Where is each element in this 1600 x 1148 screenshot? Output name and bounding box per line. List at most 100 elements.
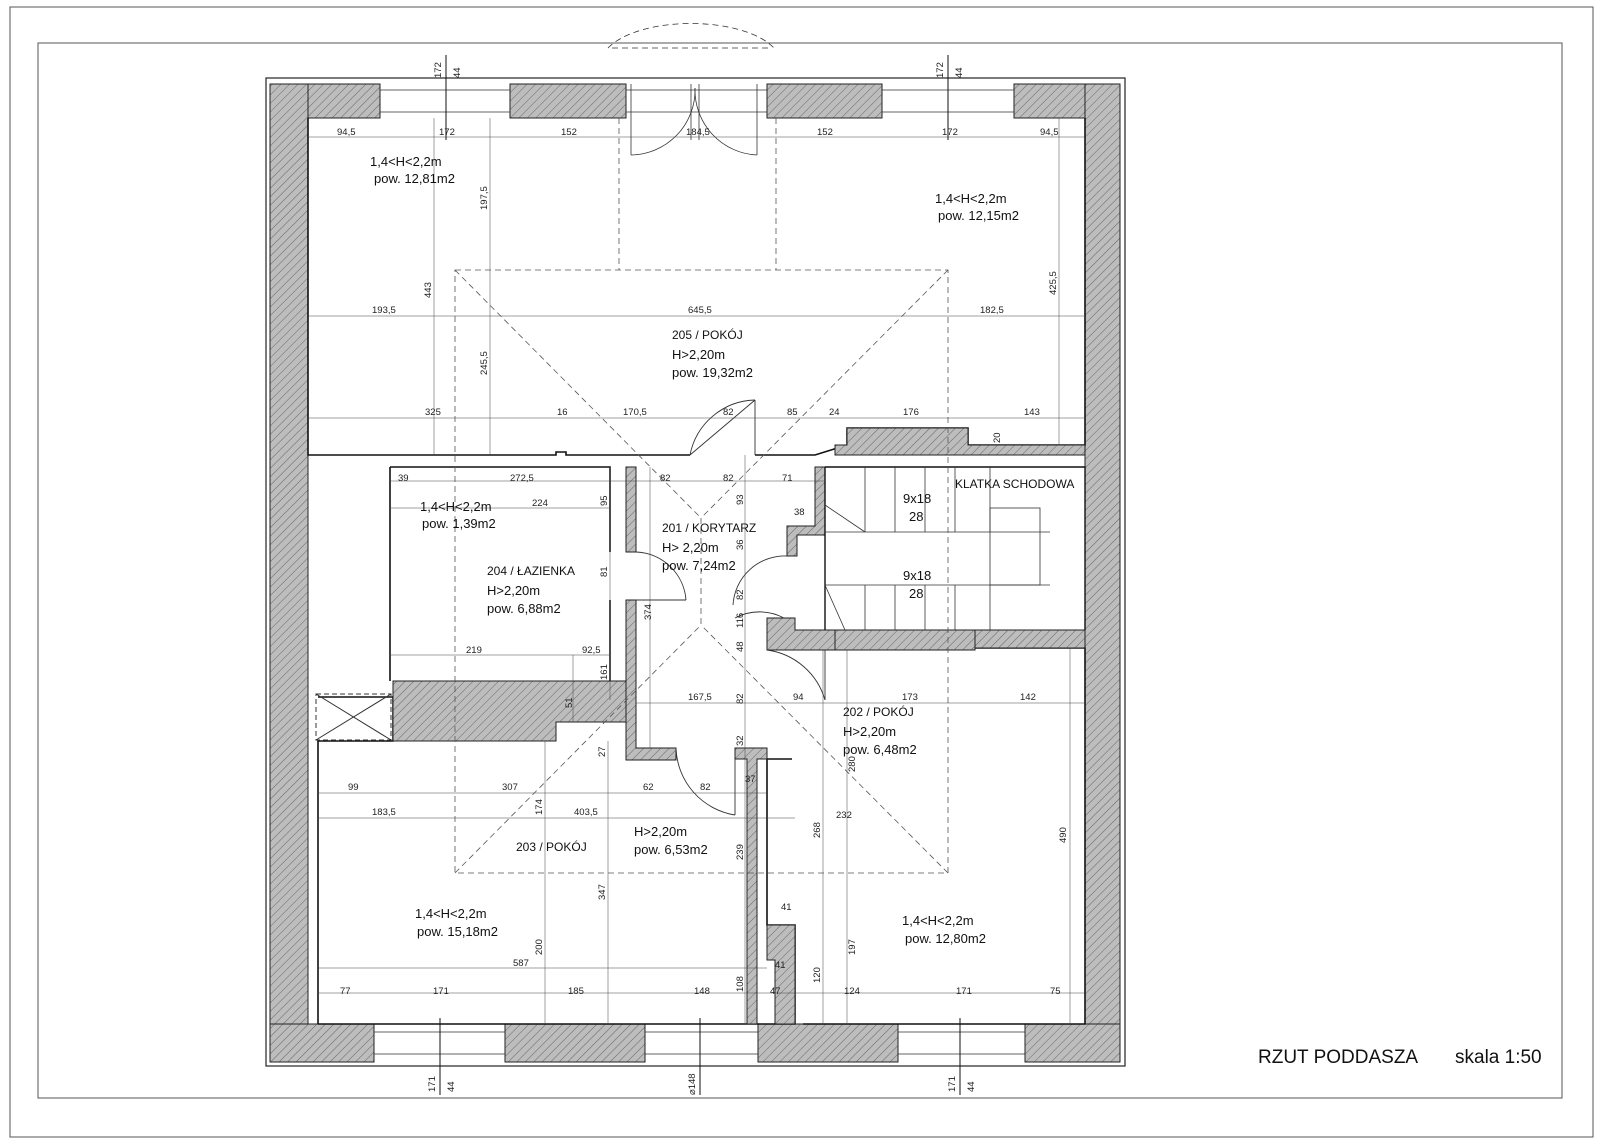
sheet-title: RZUT PODDASZA: [1258, 1047, 1418, 1068]
dim-203-6: 347: [597, 884, 608, 900]
dim-cor-12: 37: [745, 774, 756, 785]
dim-202-4: 232: [836, 810, 852, 821]
dim-cor-9: 94: [793, 692, 804, 703]
dim-205-v1: 443: [423, 282, 434, 298]
dim-203-10: 108: [735, 976, 746, 992]
r203-name: 203 / POKÓJ: [516, 839, 587, 854]
dim-cor-5: 374: [643, 604, 654, 620]
dim-205-b8: 20: [992, 432, 1003, 443]
dim-cor-11: 27: [597, 746, 608, 757]
dim-203-13: 185: [568, 986, 584, 997]
r204-low-height: 1,4<H<2,2m: [420, 499, 492, 514]
win-top-left-a: 172: [433, 62, 444, 78]
dim-cor-2: 82: [735, 589, 746, 600]
dim-205-b6: 176: [903, 407, 919, 418]
r203-low-area: pow. 15,18m2: [417, 924, 498, 939]
dim-top-5: 172: [942, 127, 958, 138]
dim-top-4: 152: [817, 127, 833, 138]
sheet-scale: skala 1:50: [1455, 1047, 1542, 1068]
dim-202-0: 173: [902, 692, 918, 703]
dim-203-7: 200: [534, 939, 545, 955]
dim-204-6: 51: [564, 697, 575, 708]
stair-outline: [824, 466, 1086, 630]
win-top-left-b: 44: [452, 67, 463, 78]
dim-cor-1: 36: [735, 539, 746, 550]
dim-205-m0: 193,5: [372, 305, 396, 316]
r204-height: H>2,20m: [487, 583, 540, 598]
top-windows: [380, 89, 1014, 113]
sheet-title-block: RZUT PODDASZA skala 1:50: [1258, 1047, 1542, 1068]
dim-203-5: 239: [735, 844, 746, 860]
dim-204-2: 81: [599, 566, 610, 577]
r202-low-height: 1,4<H<2,2m: [902, 913, 974, 928]
top-row-dimensions: 94,5 172 152 184,5 152 172 94,5: [337, 127, 1059, 138]
win-top-right-a: 172: [935, 62, 946, 78]
corridor-dimensions: 93 36 82 116 48 374 38 167,5 82 94 32 27…: [597, 494, 805, 793]
r204-name: 204 / ŁAZIENKA: [487, 564, 575, 578]
r205-left-area: pow. 12,81m2: [374, 171, 455, 186]
dim-cor-10: 32: [735, 735, 746, 746]
dim-cor-13: 82: [700, 782, 711, 793]
dim-mid-3: 82: [723, 473, 734, 484]
dim-203-14: 148: [694, 986, 710, 997]
dim-202-3: 268: [812, 822, 823, 838]
win-bot-right-b: 44: [966, 1081, 977, 1092]
dim-cor-6: 38: [794, 507, 805, 518]
ventilation-shaft: [315, 693, 392, 741]
dim-205-b1: 16: [557, 407, 568, 418]
stair-flight-2: 9x18: [903, 568, 931, 583]
dim-205-m1: 645,5: [688, 305, 712, 316]
r202-height: H>2,20m: [843, 724, 896, 739]
dim-204-0: 224: [532, 498, 548, 509]
dim-203-1: 307: [502, 782, 518, 793]
dim-202-6: 197: [847, 939, 858, 955]
dim-204-4: 92,5: [582, 645, 601, 656]
dimension-lines: [308, 118, 1085, 1024]
win-bot-left-b: 44: [446, 1081, 457, 1092]
dim-top-6: 94,5: [1040, 127, 1059, 138]
dim-205-v3: 425,5: [1048, 271, 1059, 295]
r205-height: H>2,20m: [672, 347, 725, 362]
dim-202-7: 41: [781, 902, 792, 913]
dim-cor-8: 82: [735, 693, 746, 704]
sheet-inner-border: [37, 42, 1563, 1099]
r203-area: pow. 6,53m2: [634, 842, 708, 857]
room-labels: 1,4<H<2,2m pow. 12,81m2 1,4<H<2,2m pow. …: [370, 154, 1074, 946]
dim-204-1: 95: [599, 495, 610, 506]
middle-row-dimensions: 39 272,5 82 82 71: [398, 473, 793, 484]
r205-right-area: pow. 12,15m2: [938, 208, 1019, 223]
dim-cor-0: 93: [735, 494, 746, 505]
dim-202-10: 171: [956, 986, 972, 997]
r202-area: pow. 6,48m2: [843, 742, 917, 757]
doors: [635, 399, 826, 816]
r205-right-height: 1,4<H<2,2m: [935, 191, 1007, 206]
dim-205-b3: 82: [723, 407, 734, 418]
r202-name: 202 / POKÓJ: [843, 704, 914, 719]
dim-203-3: 403,5: [574, 807, 598, 818]
dim-205-b7: 143: [1024, 407, 1040, 418]
dim-cor-14: 62: [643, 782, 654, 793]
r201-name: 201 / KORYTARZ: [662, 521, 756, 535]
win-bot-left-a: 171: [427, 1076, 438, 1092]
r203-low-height: 1,4<H<2,2m: [415, 906, 487, 921]
dim-top-1: 172: [439, 127, 455, 138]
dim-202-2: 280: [847, 756, 858, 772]
win-bot-right-a: 171: [947, 1076, 958, 1092]
dim-205-m2: 182,5: [980, 305, 1004, 316]
dim-203-2: 183,5: [372, 807, 396, 818]
r202-low-area: pow. 12,80m2: [905, 931, 986, 946]
chimney-diameter: ⌀148: [687, 1073, 698, 1095]
dim-205-b4: 85: [787, 407, 798, 418]
r201-area: pow. 7,24m2: [662, 558, 736, 573]
stair-flight-2b: 28: [909, 586, 923, 601]
building-outline: [265, 77, 1126, 1067]
dim-203-12: 171: [433, 986, 449, 997]
dim-cor-7: 167,5: [688, 692, 712, 703]
dim-205-b2: 170,5: [623, 407, 647, 418]
r204-area: pow. 6,88m2: [487, 601, 561, 616]
room-205-dimensions: 197,5 443 245,5 425,5 193,5 645,5 182,5 …: [372, 186, 1059, 443]
stair-flight-1b: 28: [909, 509, 923, 524]
dim-202-5: 490: [1058, 827, 1069, 843]
